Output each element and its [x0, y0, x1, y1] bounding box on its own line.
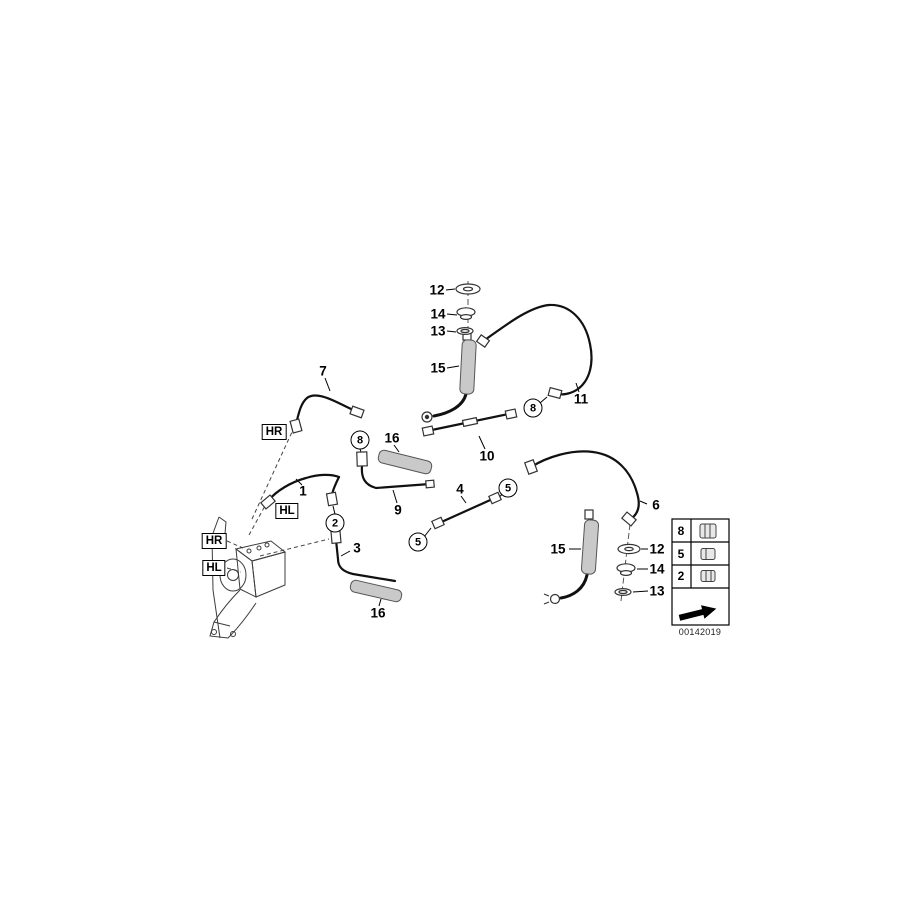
seal-parts	[455, 283, 641, 596]
direction-arrow-icon	[678, 605, 717, 621]
hose-16-bottom	[349, 579, 403, 603]
callout-13-top[interactable]: 13	[430, 323, 446, 339]
fitting-nut	[289, 418, 303, 434]
legend-part-icons	[678, 523, 717, 621]
union-nut-small-icon	[700, 570, 716, 582]
washer-12-bottom-hole	[624, 546, 634, 552]
position-tag-hl-pipe: HL	[275, 503, 299, 519]
fitting-nut	[356, 451, 368, 467]
hose-end-clip	[549, 593, 561, 605]
union-nut-large-icon	[699, 523, 717, 539]
union-nut-medium-icon	[700, 548, 716, 560]
hose-15-bottom	[580, 519, 600, 575]
callout-16-bottom[interactable]: 16	[370, 605, 386, 621]
fitting-nut	[259, 494, 277, 510]
fitting-nut	[475, 334, 491, 348]
pipe-7-path	[294, 394, 360, 426]
legend-row-8[interactable]: 8	[677, 524, 685, 538]
fitting-nut	[523, 459, 539, 475]
fitting-nut	[421, 425, 435, 437]
fitting-nut	[620, 511, 638, 527]
grommet-14-top-base	[459, 314, 473, 321]
position-tag-hl-unit: HL	[202, 560, 226, 576]
fitting-sleeve	[461, 416, 479, 428]
position-tag-hr-pipe: HR	[261, 424, 287, 440]
pipe-4-path	[435, 495, 499, 526]
pipe-3-path	[334, 538, 397, 583]
legend-row-2[interactable]: 2	[677, 569, 685, 583]
fitting-nut	[504, 408, 518, 420]
washer-12-top-hole	[462, 286, 474, 292]
fitting-nut	[325, 491, 339, 507]
callout-12-top[interactable]: 12	[429, 282, 445, 298]
pipe-fittings	[259, 330, 638, 605]
fitting-nut	[349, 405, 365, 419]
hose-16-top	[377, 449, 433, 475]
callout-4[interactable]: 4	[456, 481, 464, 497]
callout-15-top[interactable]: 15	[430, 360, 446, 376]
rubber-hoses	[349, 339, 600, 603]
circled-callout-8-left[interactable]: 8	[350, 430, 370, 450]
circled-callout-5-left[interactable]: 5	[408, 532, 428, 552]
circled-callout-5-right[interactable]: 5	[498, 478, 518, 498]
callout-14-bottom[interactable]: 14	[649, 561, 665, 577]
circled-callout-2[interactable]: 2	[325, 513, 345, 533]
callout-11[interactable]: 11	[573, 391, 589, 407]
hose-15-bottom-tail-path	[559, 573, 589, 600]
callout-15-bottom[interactable]: 15	[550, 541, 566, 557]
fitting-nut	[431, 516, 445, 530]
brake-pipes	[266, 303, 640, 600]
hose-15-top-tail-path	[432, 392, 468, 418]
callout-7[interactable]: 7	[319, 363, 327, 379]
fitting-nut	[330, 529, 342, 545]
fitting-nut	[425, 479, 435, 489]
callout-12-bottom[interactable]: 12	[649, 541, 665, 557]
grommet-14-bottom-base	[619, 569, 633, 576]
dashed-connector-lines	[226, 431, 330, 573]
banjo-eye	[424, 414, 430, 420]
callout-3[interactable]: 3	[353, 540, 361, 556]
pipe-9-path	[360, 464, 432, 490]
callout-10[interactable]: 10	[479, 448, 495, 464]
callout-6[interactable]: 6	[652, 497, 660, 513]
pipe-1-path	[266, 473, 341, 503]
hose-15-top	[459, 339, 477, 395]
callout-16-top[interactable]: 16	[384, 430, 400, 446]
pipe-11-path	[480, 303, 593, 396]
callout-9[interactable]: 9	[394, 502, 402, 518]
ring-13-top-hole	[460, 328, 470, 334]
circled-callout-8-right[interactable]: 8	[523, 398, 543, 418]
legend-row-5[interactable]: 5	[677, 547, 685, 561]
fitting-nut	[488, 491, 502, 505]
position-tag-hr-unit: HR	[201, 533, 227, 549]
pipe-6-path	[529, 450, 640, 522]
axis-lines	[467, 281, 631, 602]
clip-ears	[543, 593, 550, 605]
callout-14-top[interactable]: 14	[430, 306, 446, 322]
callout-13-bottom[interactable]: 13	[649, 583, 665, 599]
hose-nipple	[584, 509, 594, 520]
callout-1[interactable]: 1	[299, 483, 307, 499]
drawing-number: 00142019	[678, 627, 722, 637]
ring-13-bottom-hole	[618, 589, 628, 595]
fitting-nut	[547, 386, 563, 400]
